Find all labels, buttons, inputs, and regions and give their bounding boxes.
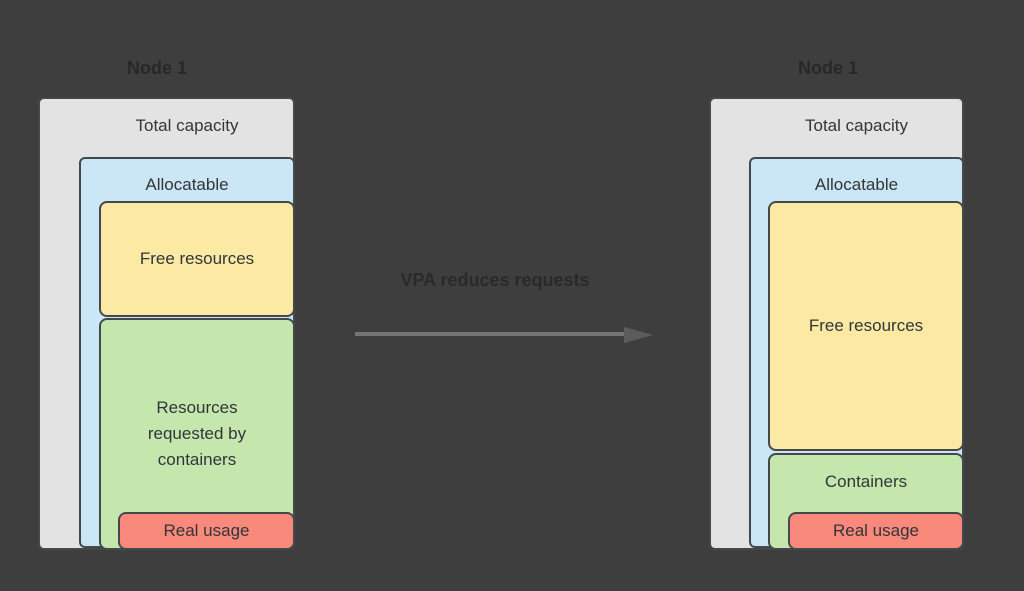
total-capacity-label-left: Total capacity — [135, 116, 239, 135]
real-usage-label-right: Real usage — [832, 521, 919, 540]
node-title-left: Node 1 — [126, 58, 187, 78]
real-usage-box-right: Real usage — [788, 512, 964, 550]
total-capacity-label-right: Total capacity — [805, 116, 908, 135]
arrow-label: VPA reduces requests — [400, 270, 590, 290]
free-resources-box-left: Free resources — [99, 201, 295, 317]
real-usage-label-left: Real usage — [163, 521, 250, 540]
allocatable-label-left: Allocatable — [145, 175, 229, 194]
node-title-right: Node 1 — [797, 58, 858, 78]
free-resources-label-left: Free resources — [139, 249, 255, 268]
free-resources-label-right: Free resources — [808, 316, 924, 335]
real-usage-box-left: Real usage — [118, 512, 295, 550]
arrow-line — [355, 332, 628, 336]
containers-label-right: Containers — [824, 472, 908, 491]
allocatable-label-right: Allocatable — [814, 175, 899, 194]
free-resources-box-right: Free resources — [768, 201, 964, 451]
requested-resources-label-left: Resources requested by containers — [147, 398, 247, 469]
arrow-right-icon — [624, 327, 653, 343]
